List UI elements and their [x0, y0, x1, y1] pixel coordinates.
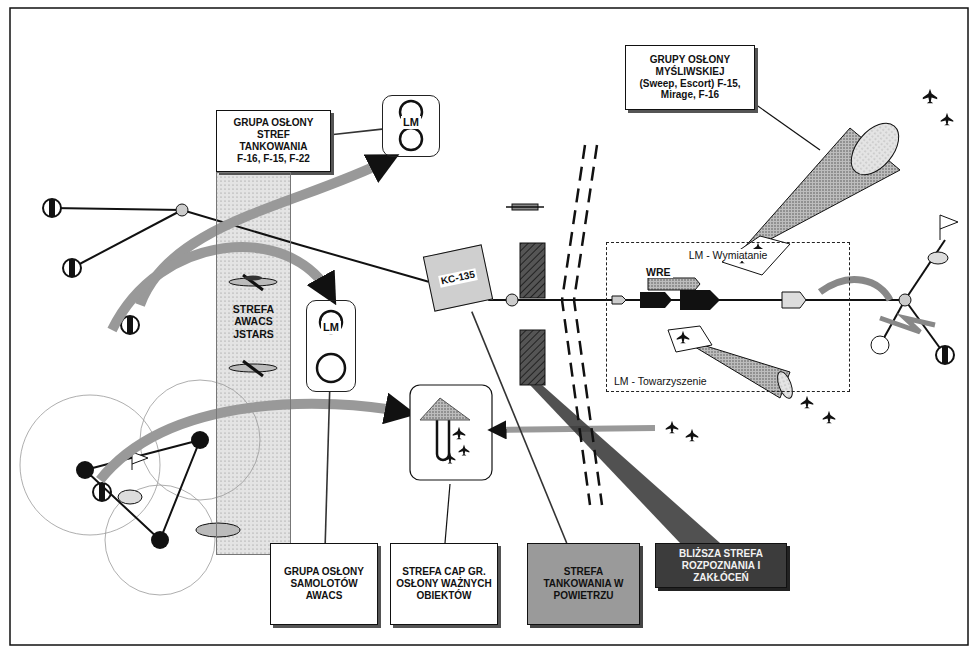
- tanker-box: KC-135: [423, 244, 493, 311]
- node-title: LM: [321, 321, 341, 334]
- node-title: GRUPY OSŁONY MYŚLIWSKIEJ: [631, 54, 749, 78]
- sweep-cone: [722, 89, 953, 275]
- node-title: GRUPA OSŁONY STREF TANKOWANIA: [222, 117, 325, 152]
- callout-box: STREFA TANKOWANIA W POWIETRZU: [527, 543, 640, 625]
- callout-box: GRUPA OSŁONY SAMOLOTÓW AWACS: [270, 543, 378, 625]
- node-title: STREFA TANKOWANIA W POWIETRZU: [532, 566, 635, 601]
- awacs-plane: [229, 275, 277, 290]
- connector: [472, 312, 567, 543]
- connector: [325, 392, 329, 543]
- label-text: WRE: [644, 266, 673, 278]
- frame: [10, 8, 968, 645]
- sweep-zone: LM - Wymiatanie LM - Towarzyszenie: [606, 242, 850, 392]
- node-title: KC-135: [438, 268, 478, 288]
- callout-box: STREFA CAP GR. OSŁONY WAŻNYCH OBIEKTÓW: [390, 543, 498, 625]
- node-title: STREFA CAP GR. OSŁONY WAŻNYCH OBIEKTÓW: [396, 566, 492, 601]
- callout-box: BLIŻSZA STREFA ROZPOZNANIA I ZAKŁÓCEŃ: [655, 543, 787, 588]
- loop-pattern: [317, 101, 422, 382]
- airbase-symbols: [43, 199, 958, 501]
- node-title: GRUPA OSŁONY SAMOLOTÓW AWACS: [276, 566, 372, 601]
- node-subtext: LM - Towarzyszenie: [611, 375, 710, 387]
- strike-package: [612, 278, 935, 332]
- node-title: STREFA AWACS JSTARS: [221, 303, 286, 340]
- awacs-band: STREFA AWACS JSTARS: [216, 172, 291, 555]
- node-title: BLIŻSZA STREFA ROZPOZNANIA I ZAKŁÓCEŃ: [660, 548, 782, 583]
- label: WRE: [644, 262, 673, 280]
- route-lines: [52, 208, 945, 355]
- connector: [331, 129, 382, 135]
- front-line: [562, 145, 602, 505]
- loop-box: LM: [306, 300, 356, 392]
- transit-arrows: [100, 160, 404, 480]
- leader-lines: [445, 484, 450, 543]
- jstars-plane: [229, 361, 277, 376]
- node-subtext: F-16, F-15, F-22: [237, 153, 310, 165]
- node-subtext: (Sweep, Escort) F-15, Mirage, F-16: [631, 78, 749, 102]
- callout-box: GRUPA OSŁONY STREF TANKOWANIAF-16, F-15,…: [216, 110, 331, 172]
- loop-box: LM: [382, 95, 440, 157]
- node-title: LM - Wymiatanie: [686, 249, 771, 261]
- callout-box: GRUPY OSŁONY MYŚLIWSKIEJ(Sweep, Escort) …: [625, 45, 755, 110]
- node-title: LM: [401, 116, 421, 129]
